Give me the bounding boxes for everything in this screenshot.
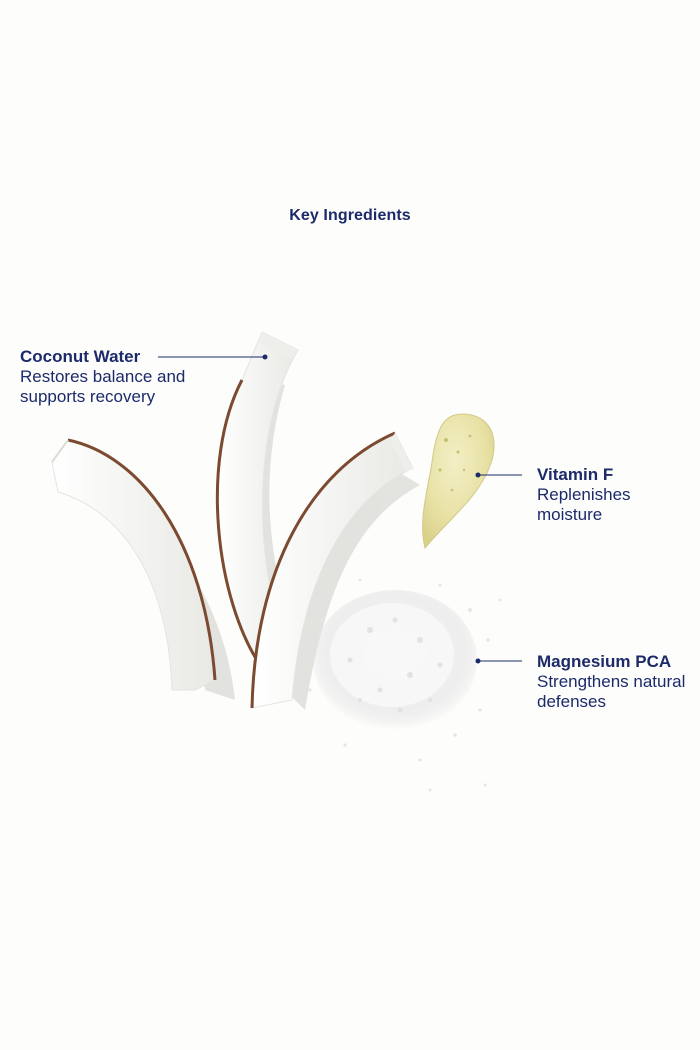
coconut-piece-left xyxy=(51,438,217,691)
coconut-piece-middle xyxy=(215,331,299,669)
ingredient-name: Vitamin F xyxy=(537,465,614,484)
ingredient-description: Replenishes moisture xyxy=(537,485,631,524)
ingredient-description: Strengthens natural defenses xyxy=(537,672,686,711)
ingredient-description: Restores balance and supports recovery xyxy=(20,367,186,406)
salt-pile xyxy=(308,578,502,792)
magnesium-pca-leader-dot xyxy=(475,658,481,664)
coconut-water-leader-dot xyxy=(262,354,268,360)
ingredient-magnesium-pca: Magnesium PCA Strengthens natural defens… xyxy=(537,651,697,712)
coconut-piece-right xyxy=(250,431,414,709)
page-title: Key Ingredients xyxy=(289,207,411,224)
ingredient-vitamin-f: Vitamin F Replenishes moisture xyxy=(537,464,677,525)
ingredient-name: Magnesium PCA xyxy=(537,652,672,671)
ingredient-coconut-water: Coconut Water Restores balance and suppo… xyxy=(20,346,210,407)
ingredient-name: Coconut Water xyxy=(20,347,141,366)
vitamin-f-leader-dot xyxy=(475,472,481,478)
oil-droplet xyxy=(422,413,495,550)
leader-lines xyxy=(158,354,522,664)
